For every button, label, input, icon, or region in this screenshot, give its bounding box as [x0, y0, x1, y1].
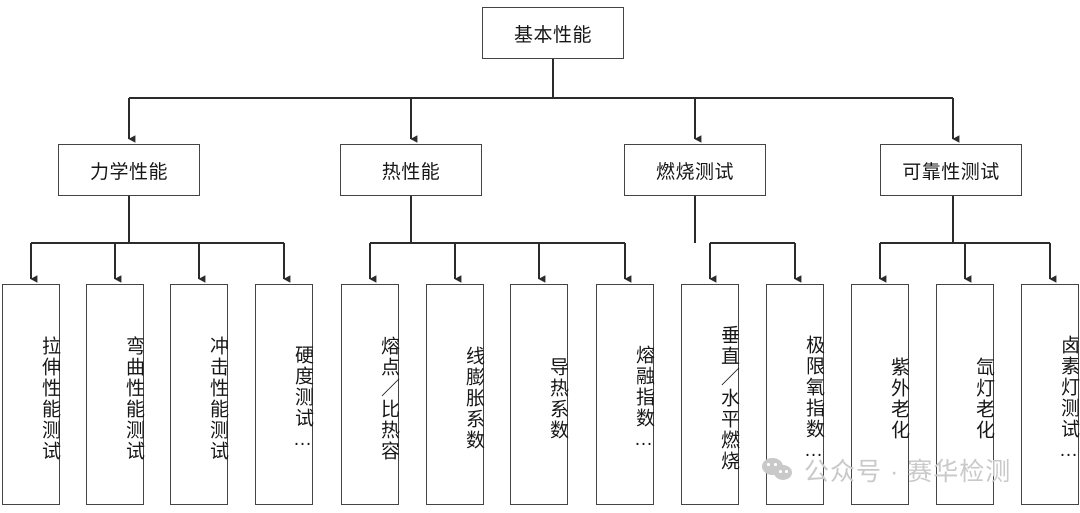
leaf-node-label: 垂直／水平燃烧: [718, 325, 739, 472]
leaf-node-label: 硬度测试…: [292, 345, 313, 452]
category-node-thermal[interactable]: 热性能: [340, 144, 482, 196]
leaf-node-label: 卤素灯测试…: [1058, 334, 1079, 463]
leaf-node-xenon-lamp-aging[interactable]: 氙灯老化: [936, 284, 994, 505]
category-node-reliability[interactable]: 可靠性测试: [880, 144, 1022, 196]
leaf-node-melting-point-specific-heat[interactable]: 熔点／比热容: [341, 284, 399, 505]
leaf-node-label: 导热系数: [547, 356, 568, 441]
leaf-node-label: 线膨胀系数: [463, 346, 484, 451]
leaf-node-hardness-test[interactable]: 硬度测试…: [255, 284, 313, 505]
root-node-basic-performance[interactable]: 基本性能: [482, 7, 624, 59]
leaf-node-tensile-test[interactable]: 拉伸性能测试: [2, 284, 60, 505]
category-node-label: 力学性能: [89, 161, 168, 183]
leaf-node-impact-test[interactable]: 冲击性能测试: [170, 284, 228, 505]
leaf-node-label: 紫外老化: [888, 356, 909, 441]
leaf-node-flexural-test[interactable]: 弯曲性能测试: [86, 284, 144, 505]
category-node-label: 燃烧测试: [655, 161, 734, 183]
leaf-node-uv-aging[interactable]: 紫外老化: [851, 284, 909, 505]
category-node-combustion[interactable]: 燃烧测试: [624, 144, 766, 196]
leaf-node-vertical-horizontal-burning[interactable]: 垂直／水平燃烧: [681, 284, 739, 505]
leaf-node-label: 冲击性能测试: [207, 335, 228, 462]
leaf-node-limiting-oxygen-index[interactable]: 极限氧指数…: [766, 284, 824, 505]
leaf-node-thermal-conductivity[interactable]: 导热系数: [510, 284, 568, 505]
leaf-node-halogen-lamp-test[interactable]: 卤素灯测试…: [1021, 284, 1079, 505]
leaf-node-label: 熔融指数…: [633, 345, 654, 452]
leaf-node-label: 弯曲性能测试: [123, 335, 144, 462]
leaf-node-label: 极限氧指数…: [803, 334, 824, 463]
leaf-node-label: 熔点／比热容: [378, 335, 399, 462]
category-node-label: 热性能: [381, 161, 441, 183]
leaf-node-melt-flow-index[interactable]: 熔融指数…: [596, 284, 654, 505]
root-node-label: 基本性能: [513, 24, 592, 46]
category-node-label: 可靠性测试: [902, 161, 1000, 183]
leaf-node-linear-expansion-coefficient[interactable]: 线膨胀系数: [426, 284, 484, 505]
leaf-node-label: 拉伸性能测试: [39, 335, 60, 462]
category-node-mechanical[interactable]: 力学性能: [58, 144, 200, 196]
leaf-node-label: 氙灯老化: [973, 356, 994, 441]
